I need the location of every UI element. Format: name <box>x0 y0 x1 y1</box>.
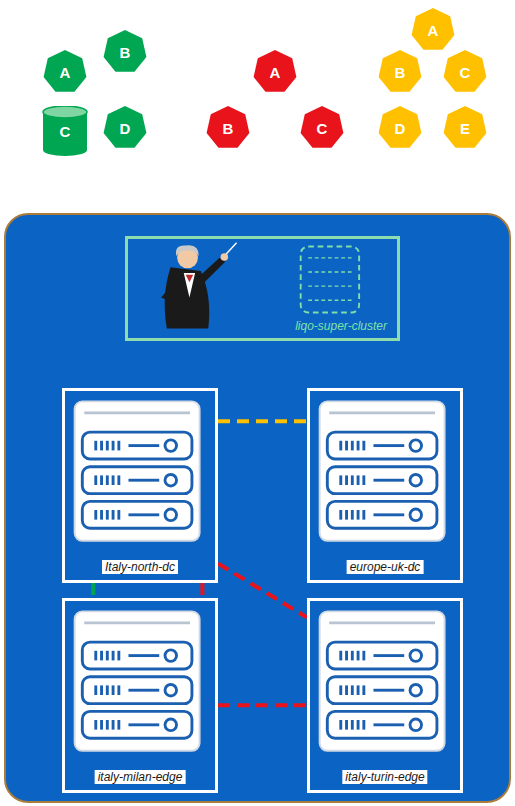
service-letter: D <box>395 120 406 137</box>
service-letter: A <box>60 64 71 81</box>
service-letter: C <box>60 123 71 140</box>
peering-link <box>218 419 307 423</box>
service-shape: A <box>410 7 456 53</box>
peering-link <box>218 564 307 618</box>
service-shape: C <box>42 106 88 156</box>
service-letter: C <box>460 64 471 81</box>
service-shape: A <box>42 49 88 95</box>
super-cluster-box: liqo-super-cluster <box>125 236 400 341</box>
cluster-label: Italy-north-dc <box>102 560 178 574</box>
service-shape: B <box>377 49 423 95</box>
service-letter: B <box>120 44 131 61</box>
service-letter: A <box>270 64 281 81</box>
cluster-node-box: italy-turin-edge <box>307 598 463 793</box>
service-letter: A <box>428 22 439 39</box>
service-shape: D <box>377 105 423 151</box>
service-letter: B <box>395 64 406 81</box>
service-shape: D <box>102 105 148 151</box>
service-shape: C <box>299 105 345 151</box>
cluster-label: liqo-super-cluster <box>295 319 387 333</box>
cluster-label: italy-milan-edge <box>95 770 186 784</box>
node-outline <box>310 601 460 790</box>
service-letter: B <box>223 120 234 137</box>
peering-link <box>218 703 307 707</box>
service-shape: B <box>205 105 251 151</box>
service-letter: D <box>120 120 131 137</box>
service-shape: A <box>252 49 298 95</box>
node-outline <box>310 391 460 580</box>
service-shape: E <box>442 105 488 151</box>
service-shape: B <box>102 29 148 75</box>
node-outline <box>65 391 215 580</box>
node-outline <box>65 601 215 790</box>
service-letter: E <box>460 120 470 137</box>
cluster-label: italy-turin-edge <box>342 770 427 784</box>
cluster-node-box: Italy-north-dc <box>62 388 218 583</box>
cluster-node-box: italy-milan-edge <box>62 598 218 793</box>
peering-link <box>200 583 204 598</box>
service-letter: C <box>317 120 328 137</box>
peering-link <box>91 583 95 598</box>
service-shape: C <box>442 49 488 95</box>
cluster-label: europe-uk-dc <box>347 560 424 574</box>
cluster-node-box: europe-uk-dc <box>307 388 463 583</box>
